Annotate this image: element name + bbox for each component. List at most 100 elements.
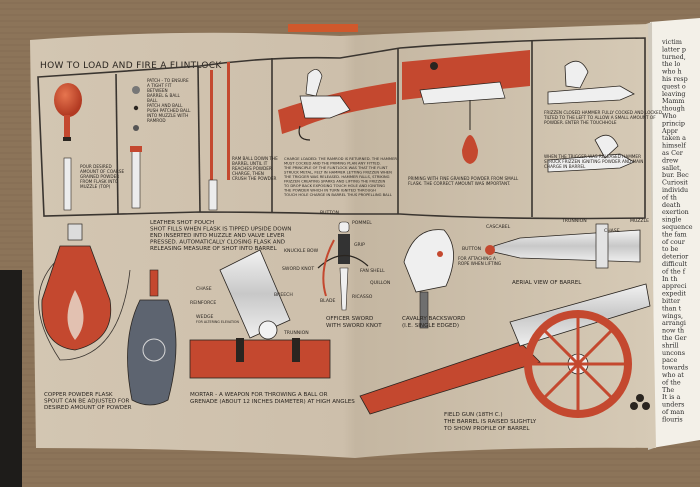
right-page-line: of the (662, 378, 681, 386)
mortar-label-trunnion: TRUNNION (283, 330, 309, 336)
right-page-line: now th (662, 327, 684, 335)
divider-1 (115, 73, 119, 215)
leather-shot-pouch (127, 269, 177, 406)
cannonball-stack-icon (630, 394, 650, 410)
right-page-line: individu (662, 186, 688, 194)
right-page-line: bur. Bec (662, 171, 689, 179)
copper-powder-flask (38, 223, 131, 361)
patch-icon (132, 86, 140, 94)
mortar-caption: MORTAR - A WEAPON FOR THROWING A BALL OR… (190, 392, 355, 405)
right-page-line: of man (662, 408, 684, 416)
right-page-line: his resp (662, 75, 688, 83)
step-6-caption: FRIZZEN CLOSED HAMMER FULLY COCKED AND L… (543, 110, 662, 169)
step-2-ball-patch (130, 86, 142, 209)
right-page-line: than t (662, 304, 682, 312)
right-page-line: Appr (661, 127, 679, 135)
step-4-flintlock (278, 69, 396, 141)
right-page-line: drew (662, 156, 679, 164)
right-page-line: as Cer (662, 149, 684, 157)
right-page-line: the fam (662, 230, 687, 238)
right-page-line: It is a (662, 393, 680, 401)
right-page-line: flouris (662, 415, 683, 423)
right-page-line: bitter (662, 297, 681, 305)
cavalry-caption: CAVALRY BACKSWORD(I.E. SINGLE EDGED) (402, 316, 465, 329)
step-5-priming (402, 50, 530, 164)
right-page-line: death (662, 201, 680, 209)
book-title: HOW TO LOAD AND FIRE A FLINTLOCK (40, 61, 222, 71)
right-page-line: unders (662, 401, 684, 409)
right-page-line: Who (662, 112, 677, 120)
right-page-line: exertion (662, 208, 689, 216)
barrel-label-trunnion: TRUNNION (561, 218, 587, 224)
sword-label-button: BUTTON (320, 210, 339, 216)
right-page-line: uncons (662, 349, 685, 357)
right-page-line: turned, (662, 53, 686, 61)
sword-label-sword-knot: SWORD KNOT (282, 266, 314, 272)
sword-label-ricasso: RICASSO (352, 294, 373, 300)
dark-book-edge (0, 270, 22, 487)
right-page-line: In th (662, 275, 677, 283)
field-gun (359, 283, 651, 418)
right-page-line: Mamm (662, 97, 684, 105)
right-page-line: sequence (662, 223, 693, 231)
mortar-label-wedge-sub: FOR ALTERING ELEVATION (196, 320, 240, 324)
right-page-line: arrangi (662, 319, 686, 327)
aerial-view-caption: AERIAL VIEW OF BARREL (512, 280, 582, 286)
right-page-line: latter p (662, 45, 686, 53)
sword-label-grip: GRIP (354, 242, 365, 248)
right-page-line: himself (662, 142, 686, 150)
right-page-line: Curiosit (662, 179, 688, 187)
mortar-label-reinforce: REINFORCE (190, 300, 216, 306)
barrel-label-chase: CHASE (604, 228, 620, 234)
right-page-line: princip (662, 119, 685, 127)
sword-label-blade: BLADE (320, 298, 335, 304)
aerial-barrel (485, 223, 641, 269)
right-page-line: wings, (662, 312, 683, 320)
right-page-line: pace (662, 356, 677, 364)
right-page-line: victim (661, 38, 682, 46)
right-page-line: deterior (662, 253, 689, 261)
barrel-label-muzzle: MUZZLE (630, 218, 649, 224)
right-page-line: difficult (662, 260, 687, 268)
right-page-line: taken a (662, 134, 686, 142)
right-page-line: leaving (662, 90, 686, 98)
right-page-line: of cour (662, 238, 686, 246)
step-1-powder-flask (54, 83, 82, 211)
right-page-line: who at (662, 371, 684, 379)
step-4-caption: CHARGE LOADED: THE RAMROD IS RETURNED. T… (283, 157, 397, 197)
right-page-line: expedit (662, 290, 686, 298)
step-3-ramrod (208, 62, 230, 211)
right-page-line: single (662, 216, 682, 224)
barrel-label-button: BUTTON (462, 246, 481, 252)
right-page-line: shrill (662, 341, 679, 349)
officer-sword (317, 221, 369, 311)
field-gun-caption: FIELD GUN (18TH C.)THE BARREL IS RAISED … (443, 412, 537, 432)
sword-label-pommel: POMMEL (352, 220, 372, 226)
mortar-label-wedge: WEDGE (196, 314, 214, 320)
right-page-line: the Ger (662, 334, 687, 342)
right-page-line: towards (662, 364, 688, 372)
divider-2 (197, 65, 201, 213)
right-page-line: of th (662, 193, 677, 201)
right-page-line: the lo (662, 60, 681, 68)
cavalry-backsword (403, 229, 454, 329)
right-page-line: quest o (662, 82, 686, 90)
step-6-lock-detail (547, 60, 635, 173)
right-page-line: to be (662, 245, 679, 253)
right-page-line: though (662, 105, 685, 113)
right-page-line: of the f (662, 267, 686, 275)
sword-label-fan-shell: FAN SHELL (360, 268, 385, 274)
mortar (189, 249, 331, 379)
right-page-line: appreci (662, 282, 686, 290)
sword-label-knuckle-bow: KNUCKLE BOW (284, 248, 319, 254)
sword-label-quillon: QUILLON (370, 280, 390, 286)
mortar-label-breech: BREECH (274, 292, 293, 298)
step-5-caption: PRIMING WITH FINE GRAINED POWDER FROM SM… (408, 176, 519, 186)
